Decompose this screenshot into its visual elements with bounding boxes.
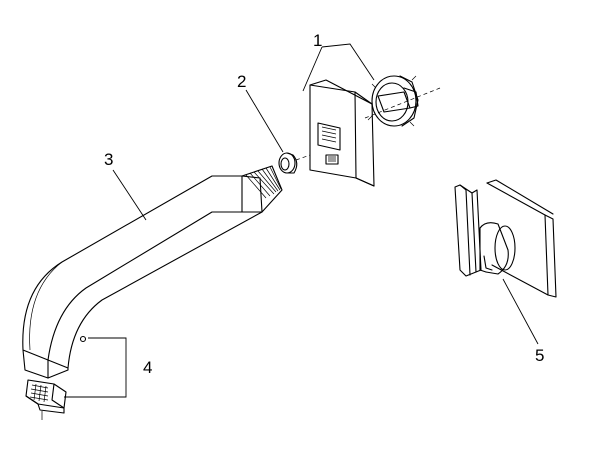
leader-line-5	[502, 278, 539, 345]
leader-lines	[64, 43, 539, 398]
mounting-ring-part-1	[367, 75, 419, 127]
mixer-handle-part-5	[454, 179, 557, 298]
leader-line-3	[112, 169, 147, 221]
callout-label-2: 2	[237, 72, 246, 91]
leader-line-4	[64, 337, 127, 398]
leader-line-1	[302, 43, 375, 92]
leader-line-2	[245, 89, 284, 153]
washer-part-2	[278, 152, 298, 174]
callout-label-1: 1	[313, 31, 322, 50]
callout-label-5: 5	[535, 346, 544, 365]
cover-plate-part-1	[309, 79, 375, 187]
callout-label-3: 3	[104, 150, 113, 169]
assembly-axis-line	[295, 154, 311, 161]
callout-label-4: 4	[143, 358, 152, 377]
spout-part-3	[22, 165, 283, 379]
aerator-part-4	[25, 379, 67, 420]
